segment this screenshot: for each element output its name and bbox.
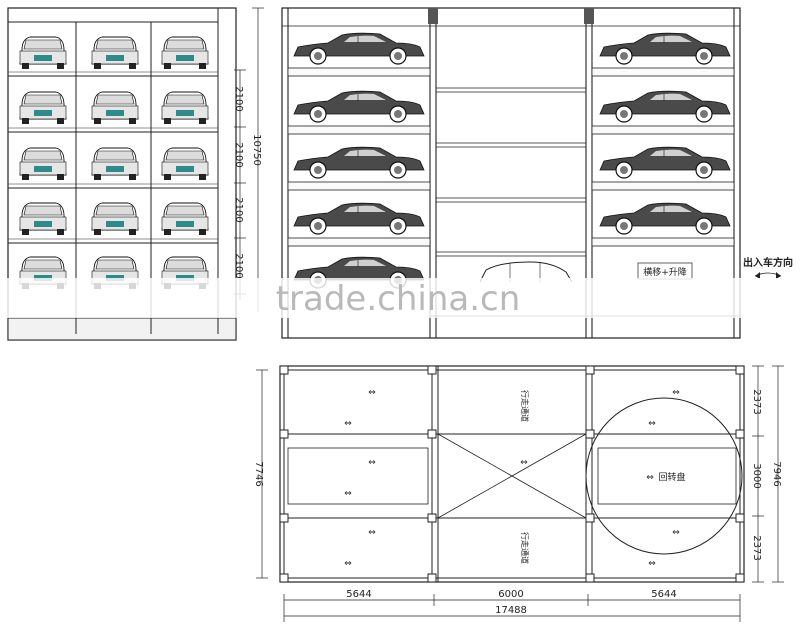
car-front: [91, 91, 139, 125]
car-side: [599, 90, 731, 123]
car-front: [91, 147, 139, 181]
dim-plan-right-total: 7946: [771, 461, 782, 486]
dim-front-total: 10750: [251, 134, 262, 166]
car-side: [293, 90, 425, 123]
car-side: [293, 202, 425, 235]
car-side: [599, 146, 731, 179]
svg-text:⇔: ⇔: [368, 458, 376, 468]
car-front: [19, 202, 67, 236]
front-car-grid: [19, 36, 209, 290]
entry-direction-label: 出入车方向: [743, 256, 793, 269]
svg-text:⇔: ⇔: [344, 489, 352, 499]
svg-text:⇔: ⇔: [368, 388, 376, 398]
side-elevation: 横移+升降 出入车方向: [281, 7, 793, 339]
car-front: [161, 91, 209, 125]
dim-plan-right-top: 2373: [751, 389, 762, 414]
dim-plan-right-mid: 3000: [751, 463, 762, 488]
car-front: [19, 91, 67, 125]
dim-plan-bottom-total: 17488: [495, 605, 527, 616]
dim-plan-bottom-mid: 6000: [498, 589, 523, 600]
lift-label: 横移+升降: [643, 266, 687, 278]
car-front: [91, 36, 139, 70]
svg-text:⇔: ⇔: [672, 528, 680, 538]
turntable-label: 回转盘: [658, 471, 685, 483]
travel-lane-top-label: 行走通道: [520, 390, 530, 422]
car-front: [19, 147, 67, 181]
car-front: [161, 202, 209, 236]
watermark-text: trade.china.cn: [276, 279, 521, 319]
car-side: [599, 202, 731, 235]
car-side: [293, 32, 425, 65]
travel-lane-bottom-label: 行走通道: [520, 532, 530, 564]
svg-text:⇔: ⇔: [368, 528, 376, 538]
car-front: [161, 36, 209, 70]
car-side: [293, 146, 425, 179]
car-side: [599, 32, 731, 65]
dim-front-4: 2100: [233, 253, 244, 278]
dim-plan-left-total: 7746: [253, 461, 264, 486]
svg-text:⇔: ⇔: [344, 559, 352, 569]
dim-plan-bottom-left: 5644: [346, 589, 371, 600]
svg-text:⇔: ⇔: [520, 458, 528, 468]
svg-text:⇔: ⇔: [672, 388, 680, 398]
turntable-circle: [585, 397, 743, 555]
svg-text:⇔: ⇔: [648, 419, 656, 429]
car-front: [91, 202, 139, 236]
plan-view: ⇔ ⇔ ⇔ ⇔ ⇔ ⇔ ⇔ ⇔ ⇔ ⇔ ⇔ ⇔ 行走通道 行走通道 回转盘 77…: [253, 365, 784, 622]
svg-text:⇔: ⇔: [648, 559, 656, 569]
dim-front-3: 2100: [233, 197, 244, 222]
car-front: [19, 36, 67, 70]
dim-front-1: 2100: [233, 86, 244, 111]
shift-arrows: ⇔ ⇔ ⇔ ⇔ ⇔ ⇔ ⇔ ⇔ ⇔ ⇔ ⇔ ⇔: [344, 388, 680, 569]
car-front: [161, 147, 209, 181]
svg-text:⇔: ⇔: [646, 473, 654, 483]
dim-plan-right-bottom: 2373: [751, 535, 762, 560]
lift-car-outline: [479, 261, 573, 283]
watermark-band: trade.china.cn: [0, 278, 800, 319]
dim-front-2: 2100: [233, 142, 244, 167]
dim-plan-bottom-right: 5644: [651, 589, 676, 600]
svg-text:⇔: ⇔: [344, 419, 352, 429]
